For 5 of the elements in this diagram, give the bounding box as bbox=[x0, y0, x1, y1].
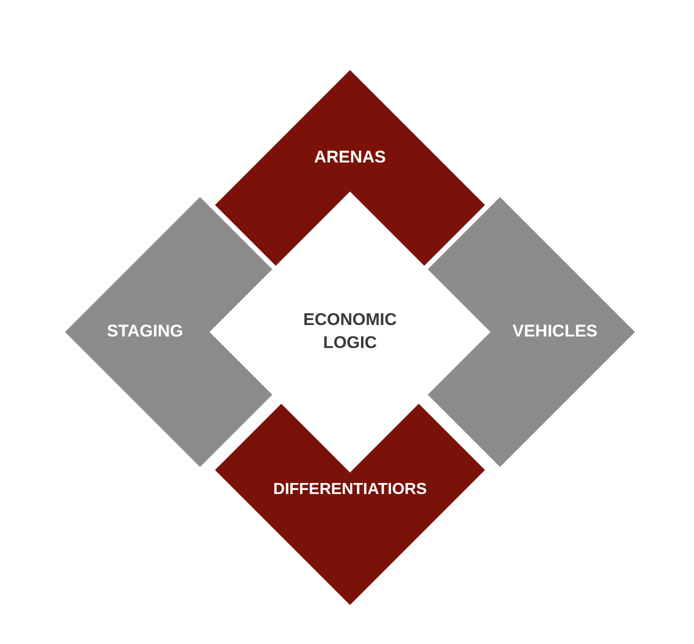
node-label: VEHICLES bbox=[512, 320, 598, 343]
node-label: STAGING bbox=[106, 320, 184, 343]
node-label: DIFFERENTIATIORS bbox=[273, 480, 427, 500]
node-label: ARENAS bbox=[314, 146, 386, 169]
node-label: ECONOMIC LOGIC bbox=[302, 309, 398, 354]
